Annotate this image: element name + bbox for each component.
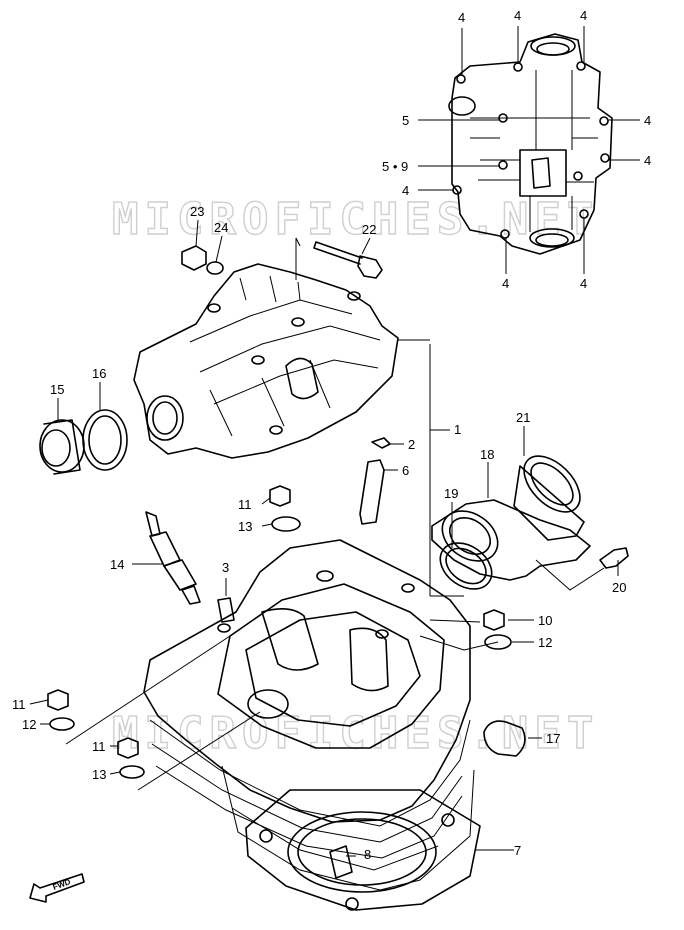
nut-23 bbox=[181, 245, 207, 271]
callout-5-9: 5 • 9 bbox=[382, 159, 408, 174]
spark-plug-14 bbox=[145, 511, 201, 605]
intake-boot-21 bbox=[513, 455, 585, 541]
callout-4: 4 bbox=[580, 276, 587, 291]
watermark-top: MICROFICHES.NET bbox=[112, 194, 599, 245]
callout-7: 7 bbox=[514, 843, 521, 858]
nut-11-lower bbox=[117, 737, 139, 759]
pin-2 bbox=[371, 437, 391, 449]
callout-4: 4 bbox=[514, 8, 521, 23]
callout-13: 13 bbox=[238, 519, 252, 534]
callout-14: 14 bbox=[110, 557, 124, 572]
callout-24: 24 bbox=[214, 220, 228, 235]
oil-jet-6 bbox=[359, 459, 385, 525]
callout-8: 8 bbox=[364, 847, 371, 862]
washer-24 bbox=[206, 261, 224, 275]
callout-labels: 4 4 4 4 4 4 4 4 5 5 • 9 1 2 3 6 7 8 10 1… bbox=[12, 8, 651, 862]
washer-13-upper bbox=[271, 516, 301, 532]
callout-16: 16 bbox=[92, 366, 106, 381]
nut-10 bbox=[483, 609, 505, 631]
callout-11: 11 bbox=[238, 497, 252, 512]
bolt-20 bbox=[599, 547, 629, 569]
washer-12-left bbox=[49, 717, 75, 731]
callout-18: 18 bbox=[480, 447, 494, 462]
callout-2: 2 bbox=[408, 437, 415, 452]
nut-11-left bbox=[47, 689, 69, 711]
callout-20: 20 bbox=[612, 580, 626, 595]
o-ring-19 bbox=[439, 542, 493, 590]
callout-4: 4 bbox=[402, 183, 409, 198]
callout-5: 5 bbox=[402, 113, 409, 128]
callout-11: 11 bbox=[12, 697, 26, 712]
callout-23: 23 bbox=[190, 204, 204, 219]
callout-4: 4 bbox=[644, 153, 651, 168]
callout-13: 13 bbox=[92, 767, 106, 782]
callout-4: 4 bbox=[644, 113, 651, 128]
callout-22: 22 bbox=[362, 222, 376, 237]
washer-12-right bbox=[484, 634, 512, 650]
watermark-bottom: MICROFICHES.NET bbox=[112, 708, 599, 759]
leader-lines bbox=[29, 26, 640, 857]
washer-13-lower bbox=[119, 765, 145, 779]
callout-17: 17 bbox=[546, 731, 560, 746]
callout-12: 12 bbox=[22, 717, 36, 732]
o-ring-16 bbox=[82, 409, 128, 471]
cylinder-body bbox=[149, 719, 481, 911]
camshaft-housing bbox=[133, 263, 399, 459]
callout-10: 10 bbox=[538, 613, 552, 628]
dowel-3 bbox=[217, 597, 235, 623]
fwd-arrow-icon: FWD bbox=[29, 873, 85, 903]
callout-4: 4 bbox=[580, 8, 587, 23]
callout-15: 15 bbox=[50, 382, 64, 397]
callout-11: 11 bbox=[92, 739, 106, 754]
bolt-22 bbox=[313, 241, 383, 279]
cylinder-head bbox=[143, 539, 471, 823]
callout-1: 1 bbox=[454, 422, 461, 437]
cap-15 bbox=[39, 419, 85, 475]
callout-12: 12 bbox=[538, 635, 552, 650]
callout-21: 21 bbox=[516, 410, 530, 425]
callout-4: 4 bbox=[502, 276, 509, 291]
callout-19: 19 bbox=[444, 486, 458, 501]
plug-17 bbox=[483, 720, 526, 757]
callout-3: 3 bbox=[222, 560, 229, 575]
dowel-8 bbox=[329, 845, 353, 879]
callout-6: 6 bbox=[402, 463, 409, 478]
callout-4: 4 bbox=[458, 10, 465, 25]
nut-11-upper bbox=[269, 485, 291, 507]
head-cover bbox=[448, 33, 613, 255]
